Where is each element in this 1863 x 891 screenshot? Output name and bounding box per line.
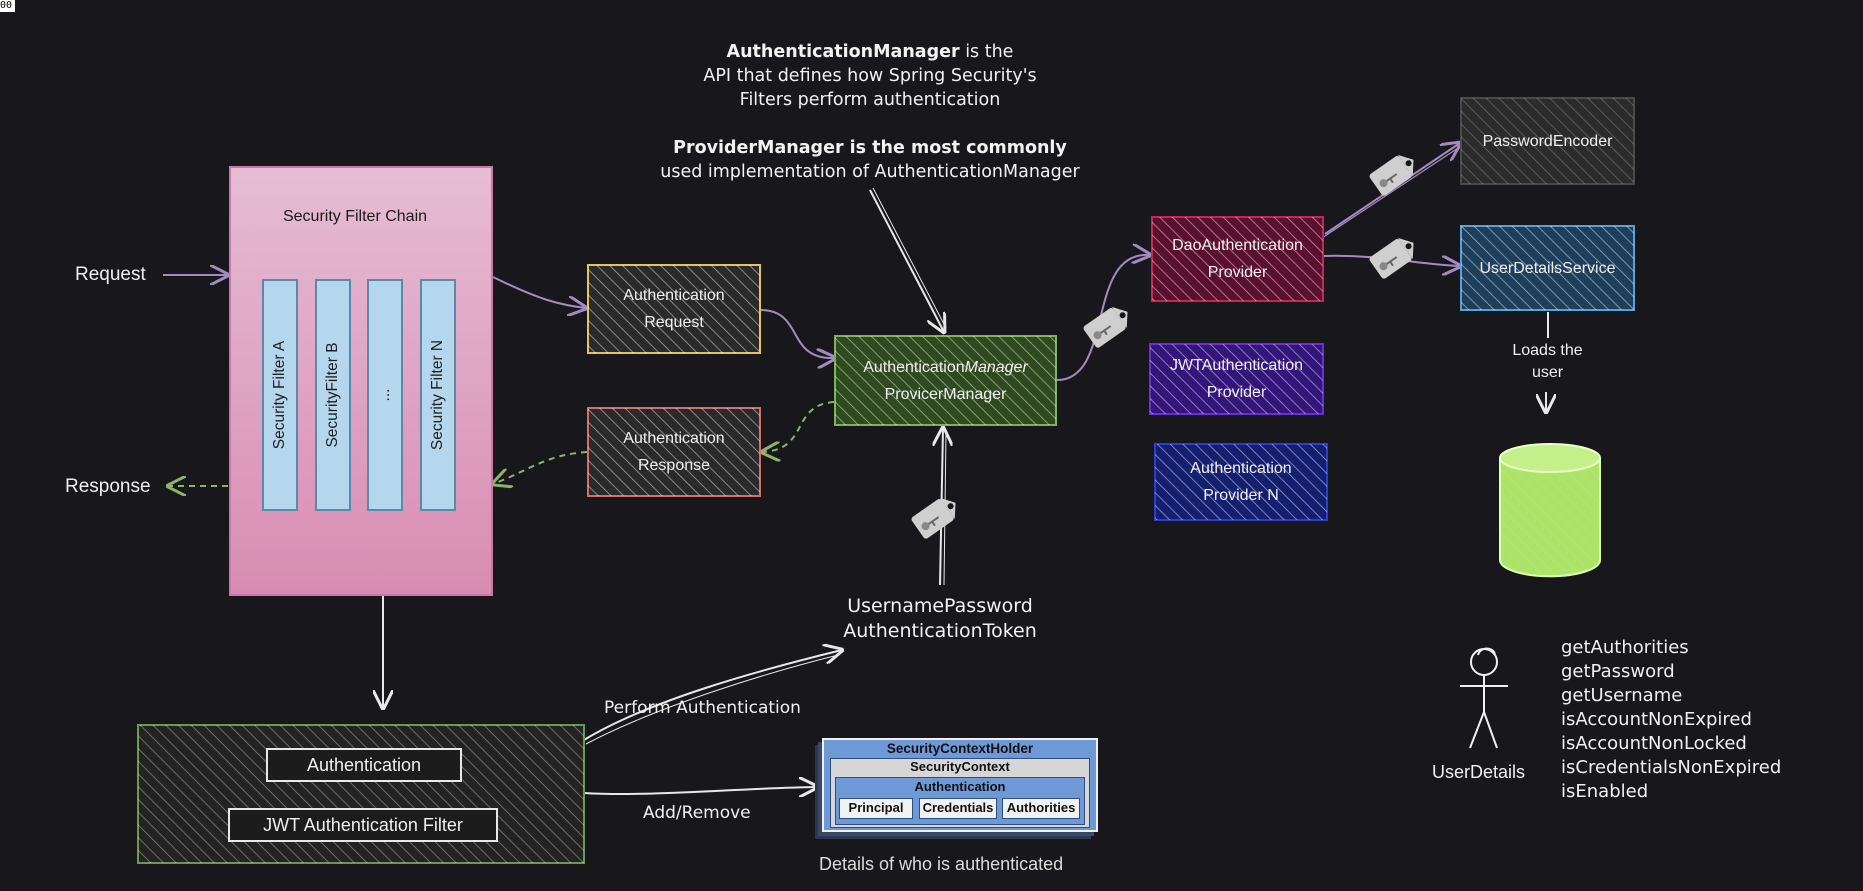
holder-title: SecurityContextHolder: [886, 741, 1034, 756]
authentication-response: Authentication Response: [623, 430, 725, 474]
jwt-authentication-provider: JWTAuthentication Provider: [1169, 357, 1304, 401]
context-authentication: Authentication Principal Credentials Aut…: [835, 777, 1085, 825]
manager-to-response-arrow: [762, 401, 835, 452]
user-figure: [1460, 647, 1508, 749]
authorities-cell: Authorities: [1002, 798, 1080, 819]
principal-cell: Principal: [839, 798, 913, 819]
method-item: isCredentialsNonExpired: [1561, 757, 1782, 778]
security-filter-n: Security Filter N: [420, 279, 456, 511]
user-details-methods: getAuthorities getPassword getUsername i…: [1561, 636, 1781, 804]
authentication-request: Authentication Request: [623, 287, 725, 331]
manager-italic: Manager: [964, 358, 1028, 376]
password-encoder: PasswordEncoder: [1482, 132, 1613, 150]
security-context-holder: SecurityContextHolder SecurityContext Au…: [822, 738, 1098, 832]
jwt-authentication-filter: JWT Authentication Filter: [228, 808, 498, 842]
user-details-label: UserDetails: [1432, 762, 1526, 782]
loads-user-label: Loads the user: [1512, 342, 1583, 381]
dao-authentication-provider: DaoAuthentication Provider: [1172, 237, 1303, 281]
authentication-inner-box: Authentication: [266, 748, 462, 782]
details-caption: Details of who is authenticated: [819, 854, 1064, 874]
add-remove-arrow: [583, 787, 817, 794]
method-item: isEnabled: [1561, 781, 1649, 802]
security-filter-b: SecurityFilter B: [315, 279, 351, 511]
user-details-service: UserDetailsService: [1479, 259, 1616, 277]
manager-note: AuthenticationManager is the API that de…: [660, 42, 1080, 182]
token-label: UsernamePassword AuthenticationToken: [843, 595, 1037, 642]
perform-auth-arrow: [583, 650, 842, 741]
key-icon: [1369, 154, 1414, 196]
filter-chain-title: Security Filter Chain: [282, 208, 428, 225]
request-to-manager-arrow: [759, 309, 835, 358]
request-label: Request: [75, 264, 146, 285]
chain-to-request-arrow: [492, 276, 586, 308]
perform-authentication-label: Perform Authentication: [604, 698, 801, 718]
key-icon: [911, 497, 956, 539]
security-filter-ellipsis: ...: [367, 279, 403, 511]
add-remove-label: Add/Remove: [643, 803, 751, 823]
response-to-chain-arrow: [493, 451, 588, 484]
database-cylinder: [1499, 443, 1601, 578]
method-item: getAuthorities: [1561, 637, 1689, 658]
key-icon: [1083, 306, 1128, 348]
authentication-manager: AuthenticationManager ProvicerManager: [863, 358, 1028, 403]
authentication-provider-n: Authentication Provider N: [1190, 460, 1292, 504]
corner-badge: 00: [0, 0, 15, 12]
method-item: isAccountNonLocked: [1561, 733, 1747, 754]
note-arrow: [869, 189, 944, 332]
method-item: getUsername: [1561, 685, 1683, 706]
credentials-cell: Credentials: [919, 798, 997, 819]
response-label: Response: [65, 476, 151, 497]
key-icon: [1369, 237, 1414, 279]
method-item: getPassword: [1561, 661, 1675, 682]
security-filter-a: Security Filter A: [262, 279, 298, 511]
security-context: SecurityContext Authentication Principal…: [830, 758, 1090, 828]
method-item: isAccountNonExpired: [1561, 709, 1752, 730]
